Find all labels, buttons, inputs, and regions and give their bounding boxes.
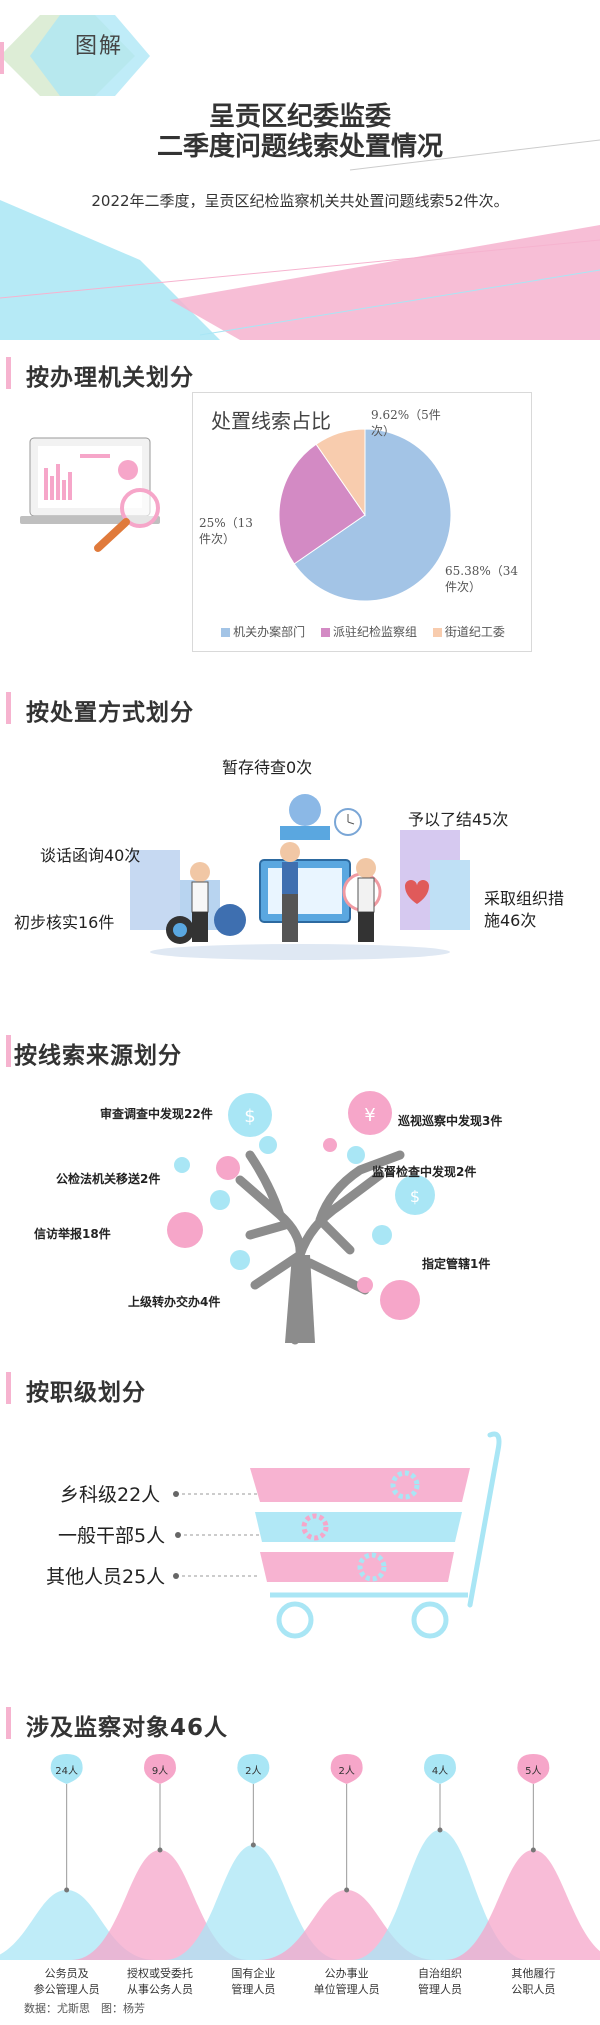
bell-badge-shape — [50, 1754, 83, 1784]
pie-legend: 机关办案部门 派驻纪检监察组 街道纪工委 — [193, 623, 533, 640]
pie-title: 处置线索占比 — [211, 409, 331, 433]
bell-peak-dot — [530, 1847, 536, 1853]
section-title-objects: 涉及监察对象46人 — [26, 1715, 229, 1741]
bell-category-label: 自治组织管理人员 — [418, 1967, 462, 1996]
rank-leader-lines — [173, 1491, 260, 1579]
bell-badge-shape — [424, 1754, 456, 1784]
method-label-verify: 初步核实16件 — [14, 913, 115, 932]
bell-badge-shape — [330, 1754, 363, 1784]
bell-badge-shape — [144, 1754, 176, 1784]
section-marker — [6, 692, 11, 724]
bell-category-label: 授权或受委托从事公务人员 — [127, 1967, 193, 1996]
rank-label-general: 一般干部5人 — [58, 1525, 166, 1547]
office-workers-illustration — [130, 794, 470, 960]
svg-text:$: $ — [244, 1106, 255, 1127]
bell-area — [444, 1850, 600, 1960]
laptop-magnifier-icon — [20, 437, 160, 552]
bell-category-label: 公务员及参公管理人员 — [33, 1967, 100, 1996]
page-title-line2: 二季度问题线索处置情况 — [156, 132, 443, 162]
section-marker — [6, 357, 11, 389]
bell-peak-dot — [250, 1842, 256, 1848]
bell-peak-dot — [64, 1887, 70, 1893]
header-decoration — [0, 15, 600, 340]
source-label-investigation: 审查调查中发现22件 — [100, 1107, 213, 1121]
svg-text:$: $ — [410, 1187, 420, 1206]
bell-badge-value: 24人 — [55, 1766, 79, 1777]
bell-category-label: 公办事业单位管理人员 — [313, 1967, 380, 1996]
footer-credit: 数据：尤斯思 图：杨芳 — [24, 2002, 145, 2015]
source-label-judicial: 公检法机关移送2件 — [56, 1172, 161, 1186]
pie-label-office: 65.38%（34件次） — [445, 564, 519, 594]
section-title-method: 按处置方式划分 — [26, 700, 194, 726]
bell-peak-dot — [437, 1827, 443, 1833]
bell-badge-value: 2人 — [338, 1766, 355, 1777]
agency-pie-chart — [278, 428, 452, 602]
bell-badge-value: 2人 — [245, 1766, 262, 1777]
rank-label-other: 其他人员25人 — [46, 1566, 166, 1588]
method-label-closed: 予以了结45次 — [408, 810, 509, 829]
bell-peak-dot — [344, 1887, 350, 1893]
bell-category-label: 国有企业管理人员 — [231, 1967, 276, 1996]
section-title-agency: 按办理机关划分 — [26, 365, 194, 391]
source-label-supervision: 监督检查中发现2件 — [372, 1165, 477, 1179]
source-label-designated: 指定管辖1件 — [422, 1257, 491, 1271]
page-title-line1: 呈贡区纪委监委 — [208, 102, 391, 132]
header-badge: 图解 — [75, 34, 124, 59]
agency-pie-card: 处置线索占比 9.62%（5件次） 25%（13件次） 65.38%（34件次）… — [192, 392, 532, 652]
section-marker — [6, 1035, 11, 1067]
bell-category-label: 其他履行公职人员 — [511, 1967, 556, 1996]
bell-area — [351, 1830, 529, 1960]
section-marker — [6, 1372, 11, 1404]
bell-area — [164, 1845, 342, 1960]
legend-item-office: 机关办案部门 — [221, 623, 305, 640]
pie-slice-street — [315, 428, 366, 517]
rank-label-township: 乡科级22人 — [60, 1484, 161, 1506]
section-marker — [6, 1707, 11, 1739]
source-tree-illustration: $ ¥ $ — [167, 1091, 435, 1345]
bell-badge-shape — [237, 1754, 270, 1784]
header-summary: 2022年二季度，呈贡区纪检监察机关共处置问题线索52件次。 — [91, 192, 509, 210]
method-label-pending: 暂存待查0次 — [222, 758, 313, 777]
bell-peak-dot — [157, 1847, 163, 1853]
source-label-patrol: 巡视巡察中发现3件 — [398, 1114, 503, 1128]
bell-badge-value: 4人 — [431, 1766, 449, 1777]
pie-label-stationed: 25%（13件次） — [199, 516, 253, 546]
source-label-superior: 上级转办交办4件 — [128, 1295, 221, 1309]
pie-label-street: 9.62%（5件次） — [371, 408, 441, 438]
svg-text:¥: ¥ — [364, 1105, 375, 1126]
bell-badge-value: 9人 — [151, 1766, 169, 1777]
section-title-source: 按线索来源划分 — [14, 1043, 182, 1069]
pie-slice-stationed — [278, 443, 366, 565]
method-label-organize: 采取组织措施46次 — [484, 889, 565, 930]
bell-badge-shape — [517, 1754, 550, 1784]
shopping-cart-illustration — [250, 1431, 502, 1639]
objects-bell-chart — [0, 1754, 600, 1960]
pie-slice-office — [293, 428, 452, 602]
method-label-talk: 谈话函询40次 — [40, 846, 141, 865]
bell-badge-value: 5人 — [525, 1766, 542, 1777]
legend-item-stationed: 派驻纪检监察组 — [320, 623, 417, 640]
header: 图解 呈贡区纪委监委 二季度问题线索处置情况 2022年二季度，呈贡区纪检监察机… — [0, 0, 600, 340]
source-label-petition: 信访举报18件 — [34, 1227, 111, 1241]
legend-item-street: 街道纪工委 — [432, 623, 505, 640]
section-title-rank: 按职级划分 — [26, 1380, 146, 1406]
